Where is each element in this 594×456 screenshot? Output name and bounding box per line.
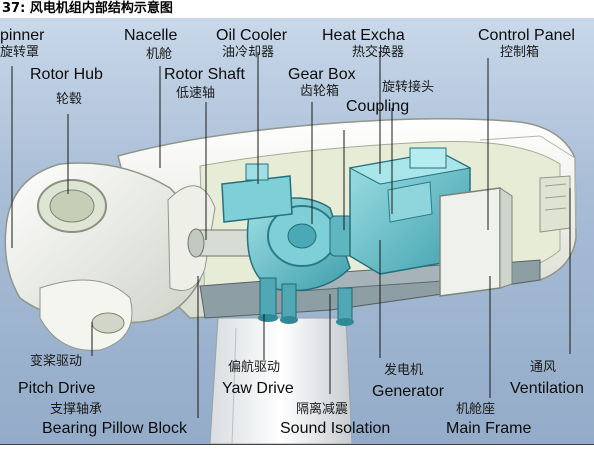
label-rotor-hub-en: Rotor Hub [30, 66, 103, 83]
label-oil-cooler-en: Oil Cooler [216, 27, 288, 44]
label-gear-box-en: Gear Box [288, 66, 356, 83]
control-panel [439, 187, 513, 297]
label-nacelle-zh: 机舱 [146, 47, 173, 62]
label-sound-zh: 隔离减震 [296, 402, 349, 417]
label-rotor-shaft-zh: 低速轴 [176, 86, 216, 101]
label-oil-cooler-zh: 油冷却器 [222, 45, 275, 60]
label-generator-en: Generator [372, 383, 445, 400]
yaw-drives [258, 277, 354, 326]
label-bearing-zh: 支撑轴承 [50, 402, 103, 417]
footer-strip [0, 444, 594, 456]
label-coupling-zh: 旋转接头 [382, 80, 435, 95]
label-gear-box-zh: 齿轮箱 [300, 84, 340, 99]
label-sound-en: Sound Isolation [280, 420, 391, 437]
label-ventilation-zh: 通风 [530, 360, 557, 375]
label-control-panel-en: Control Panel [478, 27, 575, 44]
label-bearing-en: Bearing Pillow Block [42, 420, 187, 437]
leader-lines [11, 52, 571, 418]
label-main-frame-zh: 机舱座 [456, 402, 496, 417]
diagram-figure: pinner 旋转罩 Nacelle 机舱 Rotor Hub 轮毂 Oil C… [0, 18, 594, 444]
label-yaw-drive-en: Yaw Drive [222, 380, 294, 397]
label-rotor-hub-zh: 轮毂 [56, 92, 83, 107]
label-ventilation-en: Ventilation [510, 380, 584, 397]
gear-box [246, 197, 351, 292]
label-rotor-shaft-en: Rotor Shaft [164, 66, 245, 83]
tower [209, 317, 353, 444]
label-spinner-en: pinner [0, 27, 45, 44]
label-pitch-drive-en: Pitch Drive [18, 380, 96, 397]
figure-caption: 37: 风电机组内部结构示意图 [2, 1, 173, 16]
turbine-illustration [4, 52, 577, 444]
label-generator-zh: 发电机 [384, 363, 424, 378]
label-nacelle-en: Nacelle [124, 27, 178, 44]
label-pitch-drive-zh: 变桨驱动 [30, 354, 83, 369]
ventilation [539, 175, 571, 233]
label-main-frame-en: Main Frame [446, 420, 532, 437]
rotor-hub [4, 162, 216, 351]
label-heat-exchanger-zh: 热交换器 [352, 45, 405, 60]
label-control-panel-zh: 控制箱 [500, 45, 540, 60]
label-heat-exchanger-en: Heat Excha [322, 27, 405, 44]
label-coupling-en: Coupling [346, 98, 410, 115]
label-spinner-zh: 旋转罩 [0, 45, 40, 60]
oil-cooler [221, 163, 293, 223]
label-yaw-drive-zh: 偏航驱动 [228, 360, 281, 375]
